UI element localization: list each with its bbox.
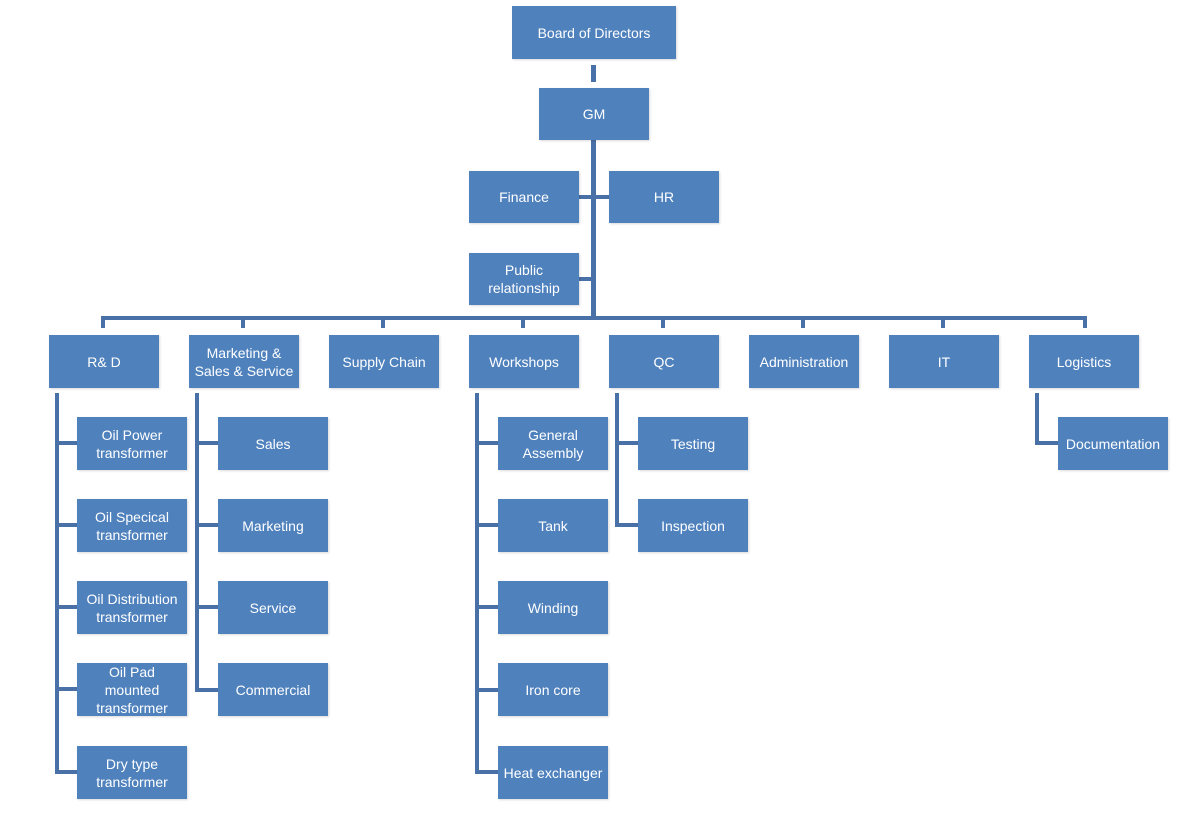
node-supply-chain: Supply Chain — [329, 335, 439, 388]
node-general-assembly: General Assembly — [498, 417, 608, 470]
node-gm: GM — [539, 88, 649, 140]
connector-marketing-trunk — [195, 393, 199, 692]
connector-marketing-3 — [195, 605, 218, 609]
connector-drop-marketing — [241, 316, 245, 328]
node-documentation: Documentation — [1058, 417, 1168, 470]
node-iron-core: Iron core — [498, 663, 608, 716]
connector-finance — [579, 195, 591, 199]
connector-qc-trunk — [615, 393, 619, 527]
connector-workshops-trunk — [475, 393, 479, 774]
connector-pr — [579, 277, 591, 281]
connector-drop-it — [941, 316, 945, 328]
node-winding: Winding — [498, 581, 608, 634]
node-inspection: Inspection — [638, 499, 748, 552]
connector-drop-workshops — [521, 316, 525, 328]
node-service: Service — [218, 581, 328, 634]
connector-rnd-2 — [55, 523, 77, 527]
node-heat-exchanger: Heat exchanger — [498, 746, 608, 799]
connector-drop-rnd — [101, 316, 105, 328]
connector-workshops-2 — [475, 523, 498, 527]
node-board-of-directors: Board of Directors — [512, 6, 676, 59]
connector-qc-1 — [615, 441, 638, 445]
connector-marketing-1 — [195, 441, 218, 445]
connector-qc-2 — [615, 523, 638, 527]
connector-drop-admin — [801, 316, 805, 328]
connector-workshops-3 — [475, 605, 498, 609]
connector-horizontal-bus — [101, 316, 1087, 320]
connector-workshops-5 — [475, 770, 498, 774]
connector-marketing-2 — [195, 523, 218, 527]
node-finance: Finance — [469, 171, 579, 223]
node-logistics: Logistics — [1029, 335, 1139, 388]
node-oil-power-transformer: Oil Power transformer — [77, 417, 187, 470]
node-marketing: Marketing — [218, 499, 328, 552]
connector-rnd-1 — [55, 441, 77, 445]
connector-marketing-4 — [195, 688, 218, 692]
node-workshops: Workshops — [469, 335, 579, 388]
connector-hr — [596, 195, 610, 199]
connector-rnd-3 — [55, 605, 77, 609]
node-rnd: R& D — [49, 335, 159, 388]
node-testing: Testing — [638, 417, 748, 470]
node-oil-special-transformer: Oil Specical transformer — [77, 499, 187, 552]
connector-drop-qc — [661, 316, 665, 328]
connector-rnd-trunk — [55, 393, 59, 774]
node-public-relationship: Public relationship — [469, 253, 579, 305]
node-oil-pad-mounted-transformer: Oil Pad mounted transformer — [77, 663, 187, 716]
connector-logistics-trunk — [1035, 393, 1039, 445]
node-qc: QC — [609, 335, 719, 388]
connector-drop-logistics — [1083, 316, 1087, 328]
connector-logistics-1 — [1035, 441, 1058, 445]
node-dry-type-transformer: Dry type transformer — [77, 746, 187, 799]
node-sales: Sales — [218, 417, 328, 470]
node-administration: Administration — [749, 335, 859, 388]
connector-workshops-1 — [475, 441, 498, 445]
connector-rnd-5 — [55, 770, 77, 774]
node-oil-distribution-transformer: Oil Distribution transformer — [77, 581, 187, 634]
node-marketing-sales-service: Marketing & Sales & Service — [189, 335, 299, 388]
node-tank: Tank — [498, 499, 608, 552]
node-commercial: Commercial — [218, 663, 328, 716]
connector-drop-supply — [381, 316, 385, 328]
connector-rnd-4 — [55, 687, 77, 691]
node-it: IT — [889, 335, 999, 388]
connector-board-gm — [591, 65, 596, 82]
node-hr: HR — [609, 171, 719, 223]
connector-workshops-4 — [475, 688, 498, 692]
connector-gm-trunk — [591, 140, 596, 320]
